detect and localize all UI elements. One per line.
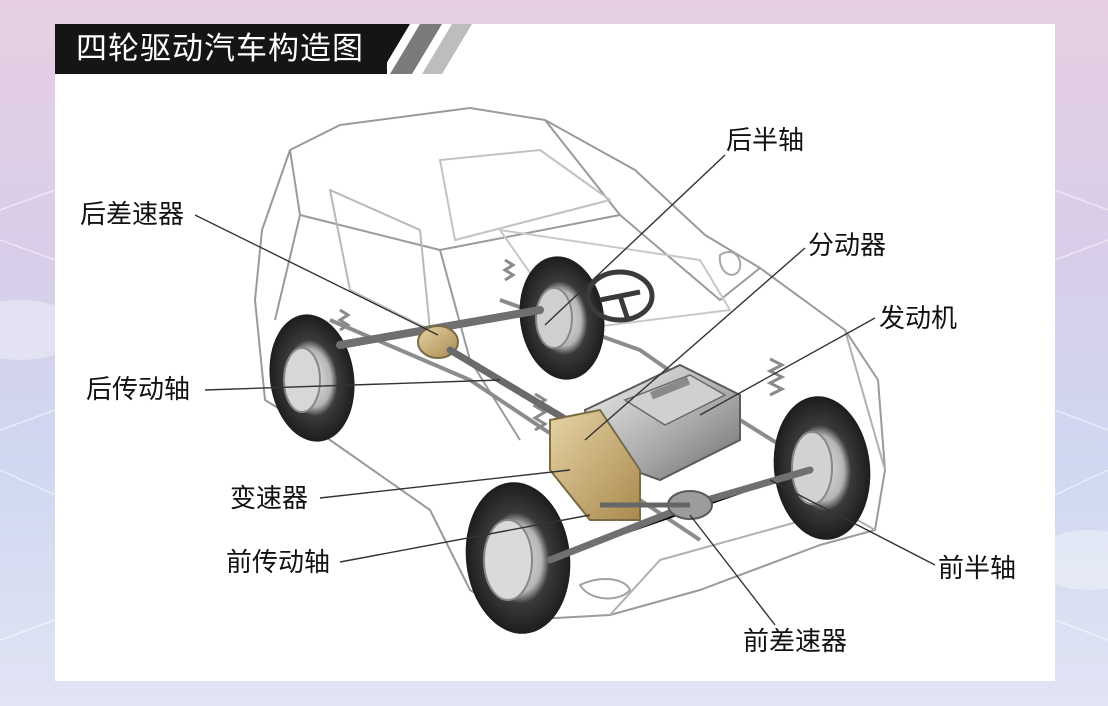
leader-rear-differential bbox=[194, 214, 439, 336]
page-title: 四轮驱动汽车构造图 bbox=[76, 31, 364, 67]
leader-transfer-case bbox=[584, 247, 806, 441]
label-front-drive-shaft: 前传动轴 bbox=[226, 548, 331, 578]
rear-drive-shaft bbox=[446, 346, 579, 429]
label-front-half-shaft: 前半轴 bbox=[938, 554, 1017, 584]
leader-rear-half-shaft bbox=[544, 154, 726, 326]
label-engine: 发动机 bbox=[879, 304, 958, 334]
leader-lines bbox=[194, 154, 936, 626]
title-bar bbox=[55, 24, 387, 74]
label-rear-differential: 后差速器 bbox=[80, 200, 185, 230]
label-rear-drive-shaft: 后传动轴 bbox=[86, 375, 191, 405]
label-rear-half-shaft: 后半轴 bbox=[726, 126, 805, 156]
front-left-wheel bbox=[465, 482, 571, 634]
rear-right-wheel bbox=[519, 256, 605, 380]
transmission-assembly bbox=[549, 408, 641, 521]
label-transmission: 变速器 bbox=[230, 484, 309, 514]
label-front-differential: 前差速器 bbox=[743, 627, 848, 657]
leader-engine bbox=[699, 317, 876, 416]
steering-wheel bbox=[585, 269, 655, 323]
leader-front-half-shaft bbox=[769, 479, 936, 566]
rear-left-wheel bbox=[269, 314, 355, 442]
leader-transmission bbox=[319, 469, 571, 499]
title-stripe-decoration bbox=[380, 24, 472, 74]
leader-front-differential bbox=[689, 514, 776, 626]
suspension-springs bbox=[337, 258, 786, 432]
rear-axle bbox=[336, 306, 544, 359]
label-transfer-case: 分动器 bbox=[808, 231, 887, 261]
leader-rear-drive-shaft bbox=[204, 379, 501, 391]
leader-front-drive-shaft bbox=[339, 514, 591, 563]
